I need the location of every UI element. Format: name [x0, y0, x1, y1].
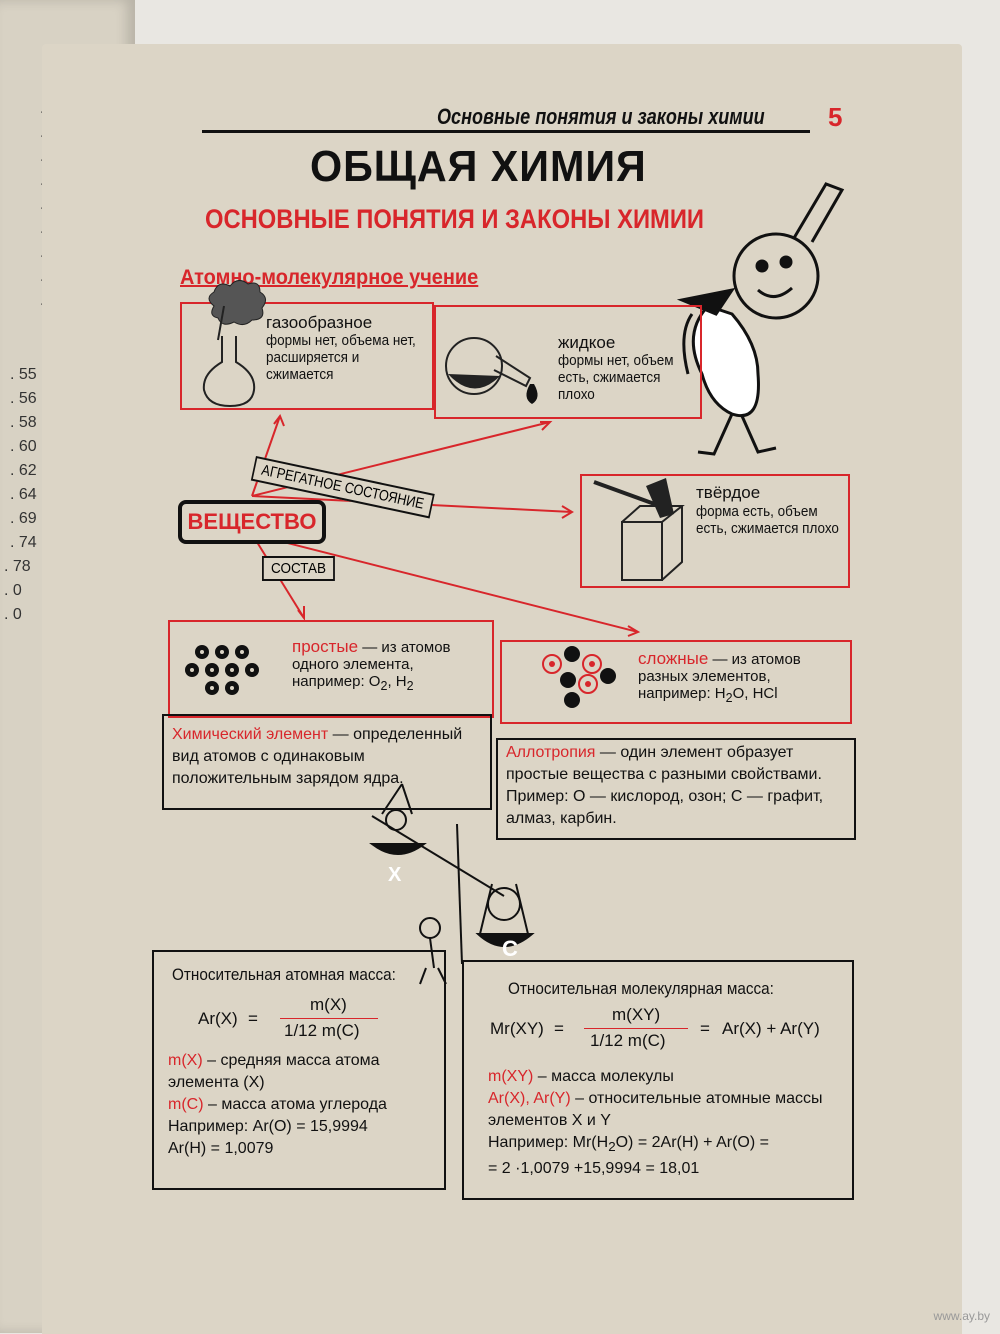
complex-example: например: H: [638, 685, 726, 702]
mm-example-1b: O) = 2Ar(H) + Ar(O) =: [615, 1134, 769, 1151]
element-definition: Химический элемент — определенный вид ат…: [172, 724, 482, 790]
substance-box: ВЕЩЕСТВО: [178, 500, 326, 544]
simple-term: простые: [292, 637, 359, 656]
mm-def1-text: – масса молекулы: [537, 1068, 674, 1085]
complex-atoms-icon: [542, 646, 616, 708]
am-def1-text: – средняя масса атома элемента (X): [168, 1052, 380, 1091]
liquid-term: жидкое: [558, 333, 616, 352]
complex-rest: O, HCl: [732, 685, 778, 702]
mm-example-1-sub: 2: [608, 1139, 616, 1155]
solid-term: твёрдое: [696, 483, 761, 502]
watermark: www.ay.by: [933, 1309, 990, 1323]
atomic-mass-box: [152, 950, 446, 1190]
allotropy-term: Аллотропия: [506, 744, 596, 761]
mm-eq: =: [554, 1019, 564, 1038]
toc-page-number: . 60: [10, 438, 37, 455]
simple-desc: простые — из атомов одного элемента, нап…: [292, 638, 492, 695]
page-number: 5: [828, 102, 843, 132]
solid-state-box: [580, 474, 850, 588]
gas-state-box: [180, 302, 434, 410]
element-text: — определенный вид атомов с одинаковым п…: [172, 726, 463, 787]
mm-def1-term: m(XY): [488, 1068, 534, 1085]
liquid-desc: формы нет, объем есть, сжимается плохо: [558, 352, 674, 403]
am-def1-term: m(X): [168, 1052, 203, 1069]
mm-def2-text: – относительные атомные массы элементов …: [488, 1090, 823, 1129]
element-term: Химический элемент: [172, 726, 329, 743]
mm-lhs: Mr(XY): [490, 1019, 544, 1038]
mm-num: m(XY): [612, 1005, 661, 1024]
am-eq: =: [248, 1009, 258, 1028]
toc-page-number: . 64: [10, 486, 37, 503]
mm-eq2: =: [700, 1019, 710, 1038]
molecular-mass-title: Относительная молекулярная масса:: [508, 979, 774, 998]
toc-page-number: . 0: [4, 582, 22, 599]
toc-page-number: . 58: [10, 414, 37, 431]
toc-page-number: . 74: [10, 534, 37, 551]
simple-example: например: O: [292, 673, 381, 690]
complex-sub-1: 2: [725, 691, 733, 705]
allotropy-definition: Аллотропия — один элемент образует прост…: [506, 742, 846, 830]
liquid-state-box: [434, 305, 702, 419]
simple-desc-1: — из атомов: [362, 639, 451, 656]
am-num: m(X): [310, 995, 347, 1014]
am-fraction-bar: [280, 1018, 378, 1019]
toc-page-number: . 78: [4, 558, 31, 575]
simple-sub-2: 2: [406, 679, 414, 693]
am-def2-term: m(C): [168, 1096, 204, 1113]
toc-page-number: . 0: [4, 606, 22, 623]
toc-page-number: . 69: [10, 510, 37, 527]
toc-page-number: . 56: [10, 390, 37, 407]
simple-sep: , H: [387, 673, 407, 690]
am-example-1: Например: Ar(O) = 15,9994: [168, 1118, 368, 1135]
simple-sub-1: 2: [380, 679, 388, 693]
solid-desc: форма есть, объем есть, сжимается плохо: [696, 503, 839, 537]
allotropy-text: — один элемент образует простые вещества…: [506, 744, 824, 827]
mm-example-2: = 2 ·1,0079 +15,9994 = 18,01: [488, 1160, 700, 1178]
diagram-graphics: [185, 182, 845, 985]
gas-term: газообразное: [266, 313, 373, 332]
running-title: Основные понятия и законы химии: [437, 104, 765, 129]
solid-cube-hammer-icon: [593, 478, 685, 581]
header-rule: [202, 130, 810, 133]
complex-desc: сложные — из атомов разных элементов, на…: [638, 650, 848, 707]
element-definition-box: [162, 714, 492, 810]
gas-flask-icon: [202, 280, 266, 408]
atomic-mass-title: Относительная атомная масса:: [172, 965, 396, 984]
mm-example-1a: Например: Mr(H: [488, 1134, 609, 1151]
mm-den: 1/12 m(C): [590, 1031, 666, 1050]
simple-desc-2: одного элемента,: [292, 656, 414, 673]
molecular-mass-defs: m(XY) – масса молекулы Ar(X), Ar(Y) – от…: [488, 1066, 844, 1180]
am-example-2: Ar(H) = 1,0079: [168, 1140, 274, 1157]
scale-label-x: X: [388, 864, 402, 886]
complex-substances-box: [500, 640, 852, 724]
subtitle: ОСНОВНЫЕ ПОНЯТИЯ И ЗАКОНЫ ХИМИИ: [205, 204, 704, 234]
toc-page-number: . 55: [10, 366, 37, 383]
mm-rhs: Ar(X) + Ar(Y): [722, 1019, 820, 1038]
gas-desc: формы нет, объема нет, расширяется и сжи…: [266, 332, 416, 383]
flask-mascot-icon: [676, 182, 845, 456]
molecular-mass-box: [462, 960, 854, 1200]
complex-desc-1: — из атомов: [712, 651, 801, 668]
scale-label-c: C: [502, 936, 518, 961]
composition-label: СОСТАВ: [262, 556, 336, 581]
am-def2-text: – масса атома углерода: [208, 1096, 387, 1113]
main-title: ОБЩАЯ ХИМИЯ: [310, 142, 647, 191]
toc-page-number: . 62: [10, 462, 37, 479]
mm-def2-term: Ar(X), Ar(Y): [488, 1090, 571, 1107]
book-page: Основные понятия и законы химии 5 ОБЩАЯ …: [42, 44, 962, 1334]
simple-substances-box: [168, 620, 494, 718]
am-lhs: Ar(X): [198, 1009, 238, 1028]
complex-term: сложные: [638, 649, 709, 668]
complex-desc-2: разных элементов,: [638, 668, 771, 685]
mm-fraction-bar: [584, 1028, 688, 1029]
allotropy-definition-box: [496, 738, 856, 840]
atomic-mass-defs: m(X) – средняя масса атома элемента (X) …: [168, 1050, 434, 1160]
am-den: 1/12 m(C): [284, 1021, 360, 1040]
liquid-flask-icon: [445, 337, 538, 404]
